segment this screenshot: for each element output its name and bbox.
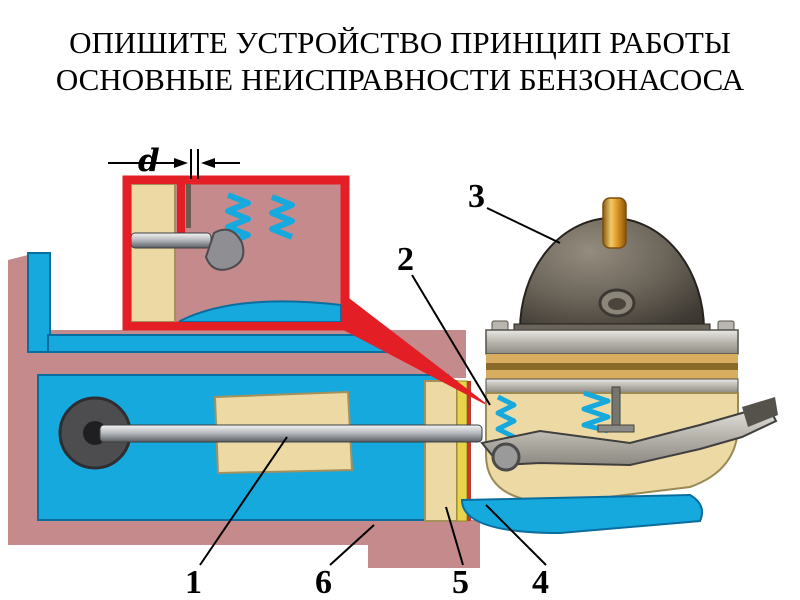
dimension-label-d: d — [138, 143, 160, 179]
valve-stem — [611, 386, 621, 428]
gasket-stack — [486, 354, 738, 379]
block-left-wall — [8, 355, 38, 545]
fuel-pump-group — [460, 197, 778, 535]
leader-line-3 — [486, 207, 561, 244]
gasket-layer — [486, 370, 738, 379]
slide-title-line-2: ОСНОВНЫЕ НЕИСПРАВНОСТИ БЕНЗОНАСОСА — [55, 62, 745, 97]
callout-wedge — [330, 295, 492, 408]
part-label-4: 4 — [532, 564, 549, 600]
part-label-3: 3 — [468, 178, 485, 215]
inset-rocker-tip — [204, 228, 245, 271]
slide-title: ОПИШИТЕ УСТРОЙСТВО ПРИНЦИП РАБОТЫ ОСНОВН… — [0, 0, 800, 98]
diaphragm-spring-left — [495, 394, 517, 440]
inset-spring-right — [269, 194, 295, 240]
part-label-6: 6 — [315, 564, 332, 600]
outlet-fitting — [602, 197, 627, 249]
valve-disc — [597, 424, 635, 433]
rocker-pivot — [491, 442, 521, 472]
rocker-arm — [480, 403, 778, 467]
block-bottom-strip — [8, 520, 368, 545]
inset-diaphragm-edge — [177, 184, 185, 248]
pump-mount-channel — [460, 493, 703, 535]
part-label-1: 1 — [185, 564, 202, 600]
part-callouts: 3 2 1 6 5 4 — [185, 178, 561, 600]
leader-line-1 — [199, 436, 288, 566]
mounting-flange — [485, 329, 739, 355]
gasket-layer — [486, 354, 738, 363]
spacer-block — [424, 380, 458, 522]
engine-block-section — [8, 252, 483, 568]
drive-rod — [99, 424, 483, 443]
inset-rod — [131, 232, 212, 249]
inset-spring-left — [225, 192, 251, 246]
inset-guide-block — [131, 184, 176, 322]
leader-line-6 — [329, 524, 375, 566]
leader-line-4 — [485, 504, 547, 566]
inspection-hole-inner — [608, 298, 626, 310]
dimension-arrow-right-pointing — [174, 158, 188, 168]
diaphragm-spring-right — [581, 390, 611, 434]
part-label-2: 2 — [397, 241, 414, 278]
dimension-arrow-left-pointing — [201, 158, 215, 168]
gasket-layer — [486, 363, 738, 370]
inset-channel — [179, 300, 341, 322]
leader-line-2 — [411, 274, 491, 406]
block-bottom-step — [368, 520, 480, 568]
detail-inset — [122, 175, 350, 331]
rocker-tip — [742, 397, 778, 427]
slide-title-line-1: ОПИШИТЕ УСТРОЙСТВО ПРИНЦИП РАБОТЫ — [69, 25, 731, 60]
coolant-passage-vertical — [27, 252, 51, 353]
leader-line-5 — [445, 506, 464, 566]
fuel-pump-diagram: d 3 2 1 6 5 4 — [8, 143, 778, 600]
clearance-dimension: d — [108, 143, 240, 179]
inset-clearance-gap — [186, 184, 191, 228]
part-label-5: 5 — [452, 564, 469, 600]
block-left-sliver — [8, 255, 28, 365]
gasket-red — [467, 381, 471, 521]
inset-content — [131, 184, 341, 322]
coolant-passage-horizontal — [47, 334, 393, 353]
